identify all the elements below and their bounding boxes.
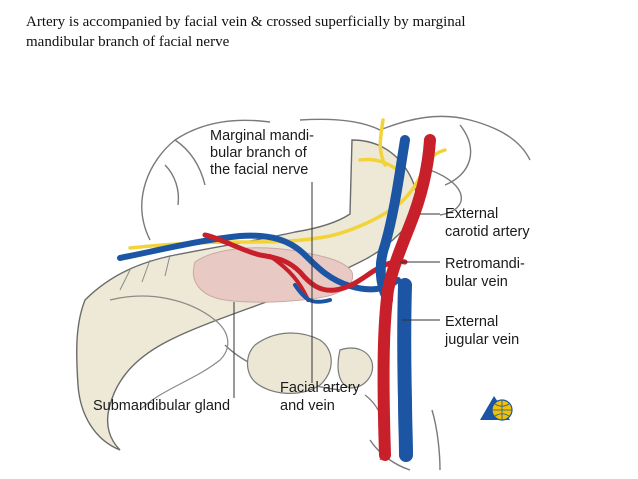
retromandibular-vein <box>375 135 410 305</box>
external-carotid-artery <box>377 134 436 461</box>
carotid-system <box>377 134 436 461</box>
facial-vessels <box>117 232 408 304</box>
jugular-system <box>375 135 413 462</box>
facial-artery <box>202 232 408 293</box>
leader-lines <box>233 182 440 398</box>
label-retromandibular-vein: Retromandi- bular vein <box>445 256 529 290</box>
label-external-jugular: External jugular vein <box>444 314 519 348</box>
caption-line-1: Artery is accompanied by facial vein & c… <box>26 14 466 30</box>
label-external-carotid: External carotid artery <box>445 206 530 240</box>
globe-logo-icon <box>480 396 513 421</box>
label-facial-artery-vein: Facial artery and vein <box>280 380 364 414</box>
external-jugular-vein <box>397 278 413 462</box>
facial-vein <box>117 232 401 293</box>
caption-line-2: mandibular branch of facial nerve <box>26 34 230 50</box>
hyoid-region <box>246 332 386 461</box>
label-marginal-nerve: Marginal mandi- bular branch of the faci… <box>210 128 318 178</box>
caption: Artery is accompanied by facial vein & c… <box>26 12 586 52</box>
label-submandibular-gland: Submandibular gland <box>93 398 230 414</box>
